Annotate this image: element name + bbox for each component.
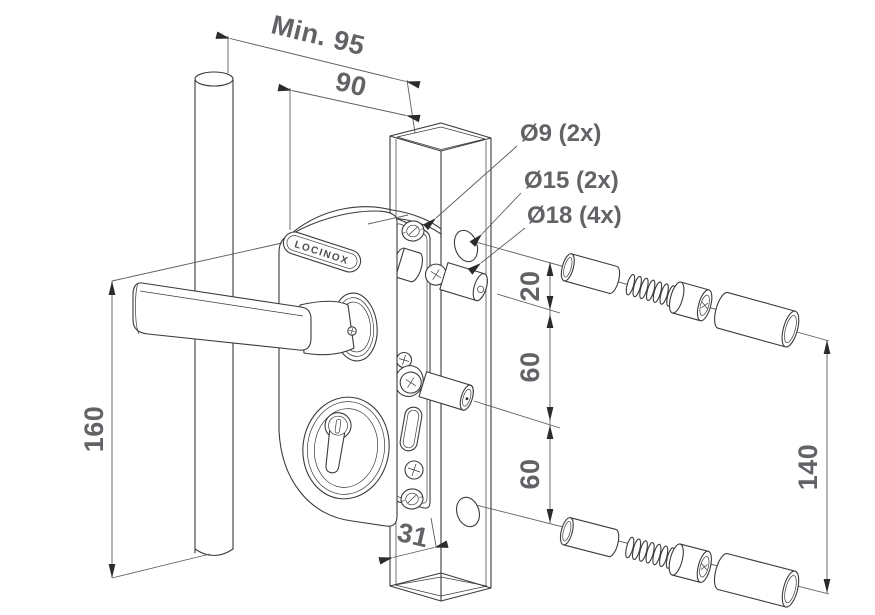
dimension-90: 90 (277, 66, 421, 230)
gate-lock: LOCINOX (132, 206, 488, 527)
cylinder-profile (324, 412, 352, 474)
lever-screw (347, 326, 357, 336)
plate-slot (399, 406, 423, 452)
fixing-bolt-set-top (557, 247, 803, 350)
dimension-hole-spacing: 20 60 60 (515, 262, 554, 523)
hole-label-dia9: Ø9 (2x) (423, 120, 601, 231)
euro-cylinder (302, 396, 390, 500)
dim-spacing-middle-text: 60 (515, 351, 545, 382)
key-slot (334, 418, 342, 434)
plate-screw-small-bottom (404, 460, 424, 480)
dim-body-height-text: 160 (79, 406, 109, 453)
dim-spacing-bottom-text: 60 (515, 458, 545, 489)
dimensions: Min. 95 90 160 20 60 (79, 9, 831, 593)
dim-fixation-span-text: 140 (793, 444, 823, 491)
lever-handle (132, 282, 312, 351)
lever-neck (299, 300, 355, 356)
dim-body-width-text: 90 (332, 66, 369, 102)
hole-label-dia15: Ø15 (2x) (469, 167, 619, 247)
dim-profile-depth-text: 31 (395, 517, 432, 553)
hole-label-dia15-text: Ø15 (2x) (524, 167, 619, 194)
mounting-plate (392, 218, 431, 510)
dim-spacing-top-text: 20 (515, 270, 545, 301)
hole-label-dia18: Ø18 (4x) (467, 202, 622, 275)
dim-min-width-text: Min. 95 (268, 9, 367, 61)
dimension-160: 160 (79, 214, 409, 579)
hole-label-dia9-text: Ø9 (2x) (520, 120, 601, 147)
dimension-140: 140 (793, 340, 831, 593)
fixing-screw-bottom (400, 488, 424, 510)
dead-bolt (394, 365, 474, 411)
fixing-bolt-set-bottom (556, 511, 803, 610)
handle-assembly (132, 282, 378, 362)
dimension-min-95: Min. 95 (215, 9, 421, 134)
hole-label-dia18-text: Ø18 (4x) (527, 202, 622, 229)
hole-dia18-bottom (456, 496, 480, 528)
dimension-31: 31 (378, 517, 449, 565)
